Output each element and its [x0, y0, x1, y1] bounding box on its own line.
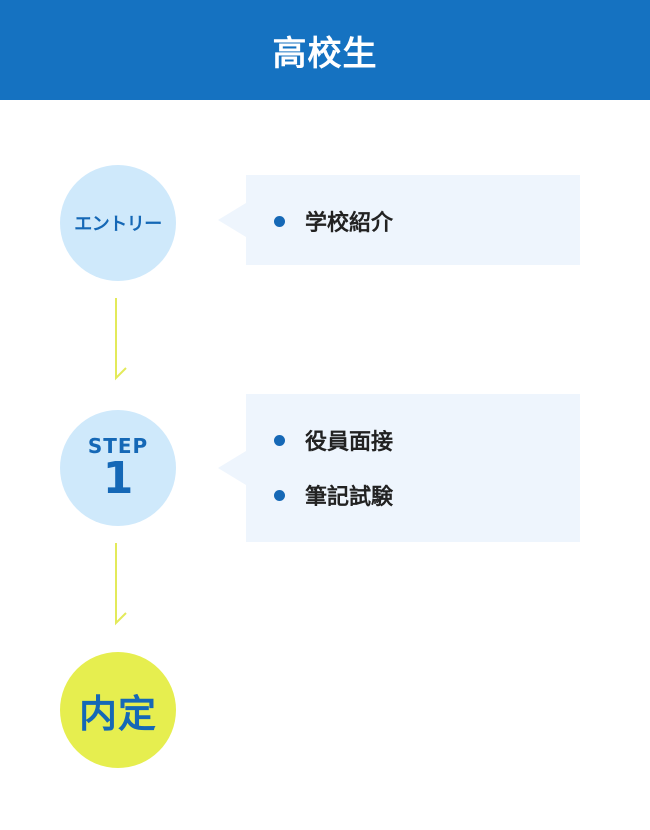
page-title: 高校生	[272, 33, 378, 74]
step-label: STEP	[87, 434, 149, 458]
step-item-text: 役員面接	[305, 430, 394, 455]
final-label: 内定	[78, 691, 157, 736]
step-item-text: 筆記試験	[305, 485, 394, 510]
entry-item-text: 学校紹介	[305, 211, 394, 236]
step-item: 筆記試験	[274, 477, 393, 513]
entry-item: 学校紹介	[274, 203, 393, 239]
page-header: 高校生	[0, 0, 650, 100]
step-bubble: 役員面接 筆記試験	[218, 394, 580, 542]
flow-arrow-2	[115, 543, 127, 626]
bullet-icon	[274, 215, 285, 227]
entry-circle: エントリー	[60, 165, 176, 281]
entry-item-list: 学校紹介	[274, 203, 393, 239]
entry-bubble: 学校紹介	[218, 175, 580, 265]
step-number: 1	[102, 453, 134, 504]
bullet-icon	[274, 489, 285, 501]
step-item-list: 役員面接 筆記試験	[274, 422, 393, 513]
step-circle: STEP 1	[60, 410, 176, 526]
entry-label: エントリー	[74, 214, 162, 235]
bullet-icon	[274, 434, 285, 446]
final-circle: 内定	[60, 652, 176, 768]
step-item: 役員面接	[274, 422, 393, 458]
flow-arrow-1	[115, 298, 127, 381]
